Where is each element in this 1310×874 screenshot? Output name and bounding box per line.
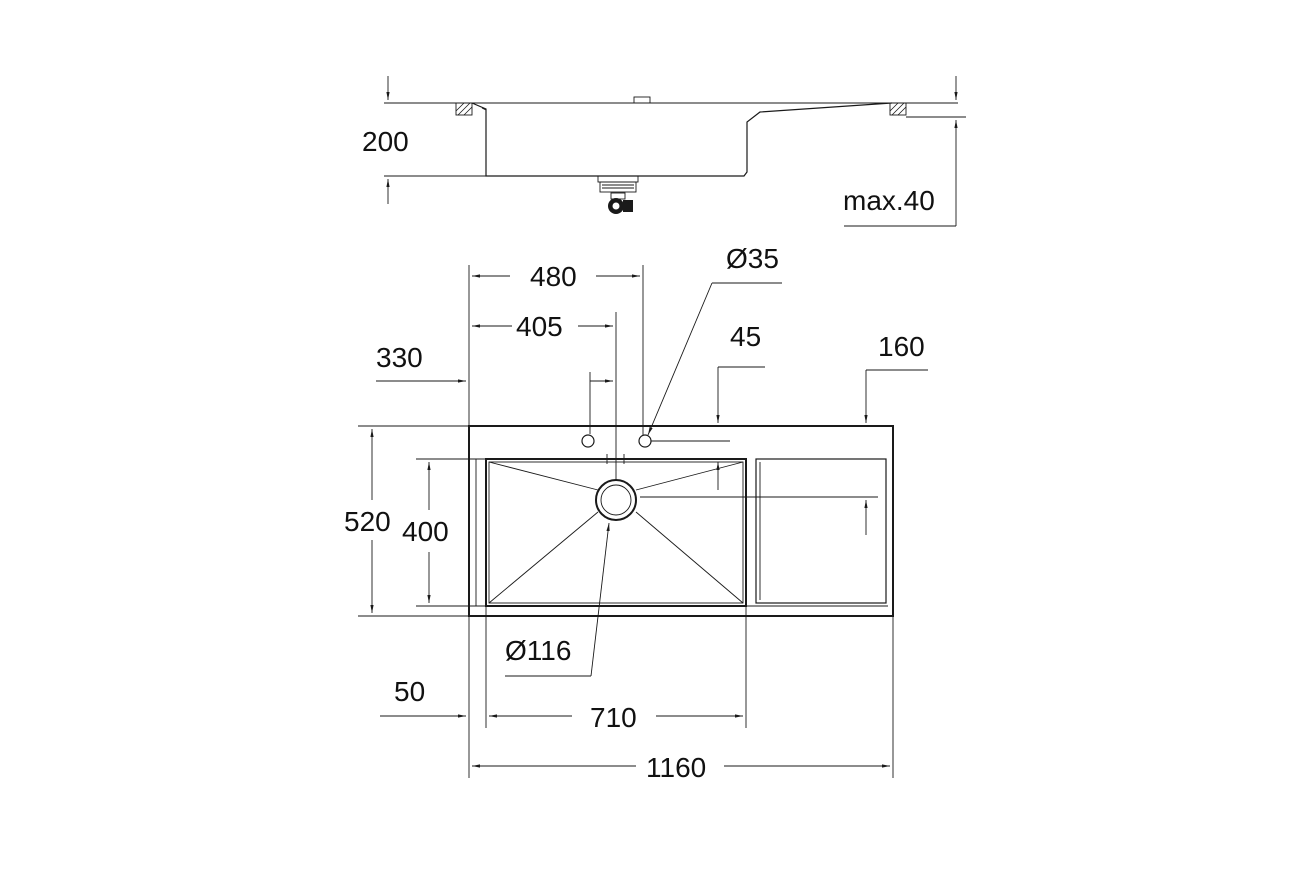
dimension-405-label: 405	[516, 311, 563, 342]
dimension-330-label: 330	[376, 342, 423, 373]
left-counter-hatch	[455, 102, 473, 116]
bowl-depth-label: 400	[402, 516, 449, 547]
overall-width-label: 1160	[646, 752, 706, 783]
tap-hole-diameter-label: Ø35	[726, 243, 779, 274]
cutout-max-label: max.40	[843, 185, 935, 216]
overall-depth-label: 520	[344, 506, 391, 537]
sink-outer-rim	[468, 425, 894, 617]
tap-hole-right	[638, 434, 652, 448]
dimension-480-label: 480	[530, 261, 577, 292]
waste-diameter-label: Ø116	[505, 635, 571, 666]
top-view: 480 405 330 Ø35 45 160 520	[344, 243, 928, 783]
tap-fitting	[633, 96, 651, 104]
drain-assembly	[597, 175, 639, 214]
side-margin-label: 50	[394, 676, 425, 707]
bowl-width-label: 710	[590, 702, 637, 733]
waste-outlet	[595, 479, 637, 521]
drainer-dimension-label: 160	[878, 331, 925, 362]
tap-hole-left	[581, 434, 595, 448]
rim-dimension-label: 45	[730, 321, 761, 352]
side-view: 200 max.40	[362, 76, 966, 227]
height-dimension-label: 200	[362, 126, 409, 157]
sink-bowl	[485, 458, 747, 607]
sink-profile	[471, 102, 893, 177]
drainer-board	[755, 458, 887, 604]
right-counter-hatch	[889, 102, 907, 116]
